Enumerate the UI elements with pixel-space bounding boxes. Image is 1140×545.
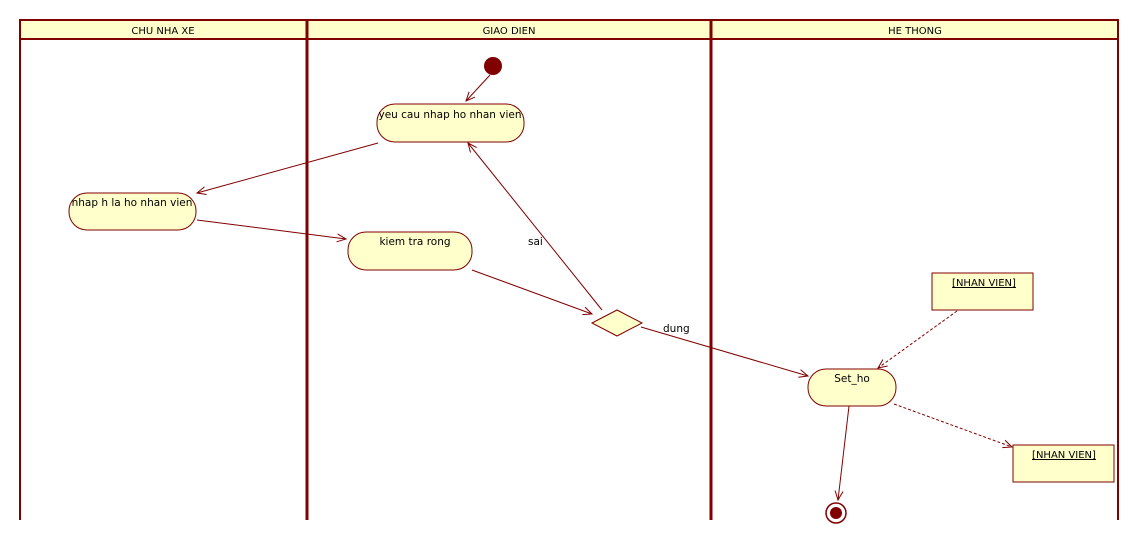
activity-label: nhap h la ho nhan vien bbox=[72, 197, 193, 209]
activity-label: Set_ho bbox=[834, 373, 870, 385]
edge-yeu-cau-to-nhap-ho bbox=[197, 142, 379, 193]
lane-title-he-thong: HE THONG bbox=[888, 26, 942, 37]
initial-node[interactable] bbox=[484, 57, 502, 75]
activity-label: yeu cau nhap ho nhan vien bbox=[378, 109, 521, 121]
edge-nhap-ho-to-kiem-tra bbox=[196, 219, 346, 239]
activity-set-ho[interactable]: Set_ho bbox=[807, 368, 897, 407]
activity-nhap-ho[interactable]: nhap h la ho nhan vien bbox=[68, 192, 197, 231]
object-label: [NHAN VIEN] bbox=[1032, 450, 1096, 461]
activity-yeu-cau-nhap-ho[interactable]: yeu cau nhap ho nhan vien bbox=[376, 103, 525, 143]
object-label: [NHAN VIEN] bbox=[952, 278, 1016, 289]
edge-label-dung: dung bbox=[663, 323, 690, 335]
edge-decision-dung-to-set-ho bbox=[640, 326, 808, 376]
edge-label-sai: sai bbox=[528, 236, 543, 248]
lane-title-chu-nha-xe: CHU NHA XE bbox=[131, 26, 194, 37]
final-node[interactable] bbox=[825, 502, 847, 524]
edge-decision-sai-to-yeu-cau bbox=[468, 143, 603, 311]
object-nhan-vien-input[interactable]: [NHAN VIEN] bbox=[931, 272, 1034, 311]
edge-set-ho-to-final bbox=[838, 405, 850, 500]
edge-set-ho-to-object bbox=[893, 403, 1012, 447]
object-nhan-vien-output[interactable]: [NHAN VIEN] bbox=[1012, 444, 1115, 483]
lane-title-giao-dien: GIAO DIEN bbox=[483, 26, 536, 37]
activity-kiem-tra-rong[interactable]: kiem tra rong bbox=[347, 231, 473, 271]
activity-label: kiem tra rong bbox=[379, 236, 450, 248]
edge-object-to-set-ho bbox=[878, 310, 958, 368]
decision-node[interactable] bbox=[590, 309, 644, 337]
edge-start-to-yeu-cau bbox=[466, 74, 491, 101]
swimlane-borders bbox=[19, 20, 1119, 520]
edge-kiem-tra-to-decision bbox=[471, 269, 592, 314]
